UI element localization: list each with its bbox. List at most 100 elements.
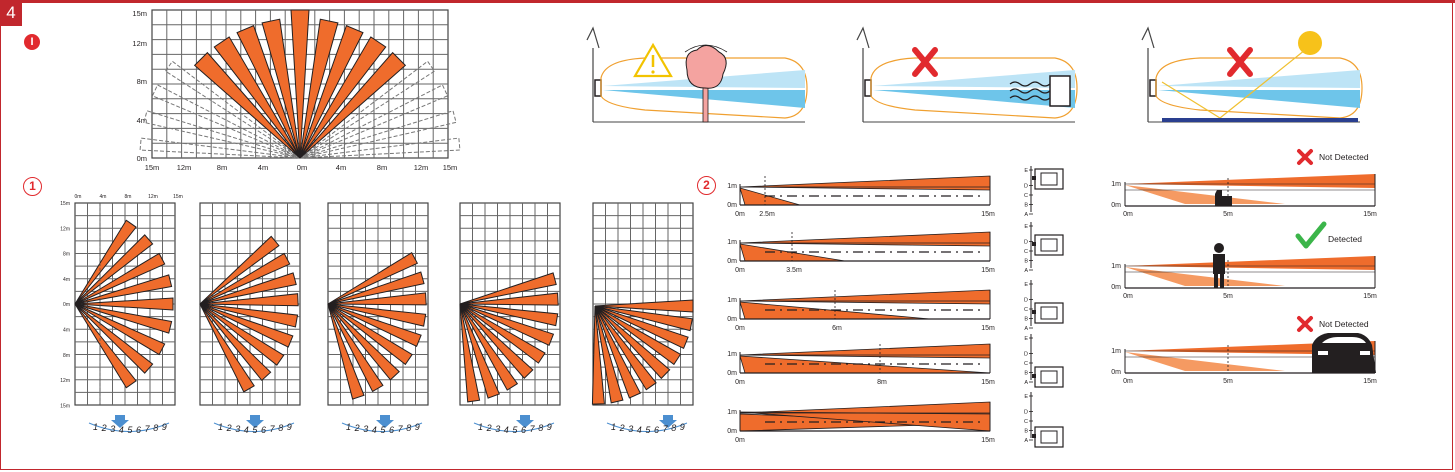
zone-beam (74, 234, 154, 305)
detection-status: Not Detected (1319, 152, 1369, 162)
car-light (1360, 351, 1370, 355)
height-sensor-lens (1040, 430, 1058, 444)
dip-switch-digit: 1 (346, 422, 351, 432)
scene-beam-upper (1158, 70, 1360, 88)
detect-x-start: 0m (1123, 293, 1133, 300)
top-x-tick: 12m (177, 163, 192, 172)
heat-wave (1009, 95, 1051, 101)
zone-beam (594, 299, 694, 313)
dip-switch-digit: 5 (380, 425, 386, 435)
dip-switch-digit: 3 (110, 424, 115, 434)
scene-coverage-outline (1155, 57, 1363, 119)
scene-sensor (1149, 79, 1157, 97)
scene-sensor (864, 79, 872, 97)
zone-beam (199, 293, 299, 307)
height-label: A (1024, 268, 1028, 274)
detect-y-top: 1m (1111, 348, 1121, 355)
dip-switch-digit: 8 (278, 423, 283, 433)
dip-switch-digit: 2 (486, 423, 492, 433)
top-beam (261, 18, 301, 159)
zone-y-tick: 8m (63, 252, 70, 258)
zone-beam (74, 303, 173, 334)
side-x-start: 0m (735, 325, 745, 332)
height-label: A (1024, 438, 1028, 444)
zone-y-tick: 8m (63, 353, 70, 359)
height-label: D (1024, 184, 1028, 190)
zone-beam (594, 305, 689, 349)
page-number: 4 (0, 0, 22, 26)
dip-switch-curve (213, 422, 295, 432)
side-y-top: 1m (727, 239, 737, 246)
top-x-tick: 15m (145, 163, 160, 172)
top-y-tick: 12m (132, 39, 147, 48)
zone-y-tick: 0m (63, 302, 70, 308)
down-arrow-icon (246, 415, 264, 428)
detect-y-bottom: 0m (1111, 284, 1121, 291)
top-x-tick: 4m (258, 163, 268, 172)
height-sensor-mount (1032, 374, 1036, 378)
zone-beam (594, 305, 682, 366)
scene-roof (856, 26, 870, 49)
cross-icon (1297, 316, 1313, 332)
zone-beam (199, 252, 291, 305)
dip-switch-digit: 8 (671, 423, 676, 433)
top-dashed-beam (299, 60, 436, 159)
dip-switch-digit: 8 (406, 423, 411, 433)
detect-y-bottom: 0m (1111, 202, 1121, 209)
dip-switch-digit: 6 (654, 425, 659, 435)
zone-beam (199, 272, 297, 305)
dip-switch-digit: 3 (363, 424, 368, 434)
top-dashed-beam (299, 84, 449, 159)
detect-y-top: 1m (1111, 181, 1121, 188)
side-upper-beam (739, 175, 991, 191)
zone-beam (327, 303, 400, 381)
dip-switch-digit: 4 (372, 425, 377, 435)
zone-beam (199, 303, 255, 393)
scene-coverage-outline (600, 57, 808, 119)
scene-beam-lower (1158, 90, 1360, 108)
detection-status: Not Detected (1319, 319, 1369, 329)
warning-dot (651, 70, 655, 74)
detect-x-start: 0m (1123, 211, 1133, 218)
top-beam (193, 51, 301, 159)
height-label: B (1024, 371, 1028, 377)
dip-switch-digit: 1 (478, 422, 483, 432)
installation-scenes (586, 26, 1363, 123)
dip-switch-digit: 3 (495, 424, 500, 434)
detect-lower-beam (1125, 352, 1285, 371)
top-dashed-beam (151, 84, 301, 159)
side-x-end: 15m (981, 325, 995, 332)
zone-beam (459, 303, 534, 379)
dip-switch-digit: 9 (680, 422, 685, 432)
zone-y-tick: 4m (63, 328, 70, 334)
cross-icon (1297, 149, 1313, 165)
top-y-tick: 4m (137, 116, 147, 125)
dip-switch-digit: 9 (287, 422, 292, 432)
cross-icon (912, 47, 938, 77)
height-label: B (1024, 259, 1028, 265)
zone-beam (327, 292, 427, 306)
height-sensor-mount (1032, 176, 1036, 180)
sun-icon (1298, 31, 1322, 55)
height-label: D (1024, 410, 1028, 416)
scene-sensor (594, 79, 602, 97)
dip-switch-digit: 5 (645, 425, 651, 435)
dip-switch-digit: 2 (226, 423, 232, 433)
side-y-bottom: 0m (727, 370, 737, 377)
detect-x-mid: 5m (1223, 378, 1233, 385)
dip-switch-digit: 7 (530, 424, 536, 434)
top-beam (299, 36, 387, 159)
dip-switch-digit: 7 (398, 424, 404, 434)
zone-beam (327, 303, 422, 347)
dip-switch-digit: 5 (252, 425, 258, 435)
detect-upper-beam (1125, 256, 1375, 270)
scene-beam-upper (873, 70, 1075, 88)
dip-switch-digit: 9 (547, 422, 552, 432)
zone-x-tick: 12m (148, 194, 158, 200)
height-sensor-lens (1040, 172, 1058, 186)
zone-y-tick: 12m (60, 378, 70, 384)
car-window (1322, 337, 1366, 343)
detect-x-start: 0m (1123, 378, 1133, 385)
zone-beam (199, 303, 272, 382)
